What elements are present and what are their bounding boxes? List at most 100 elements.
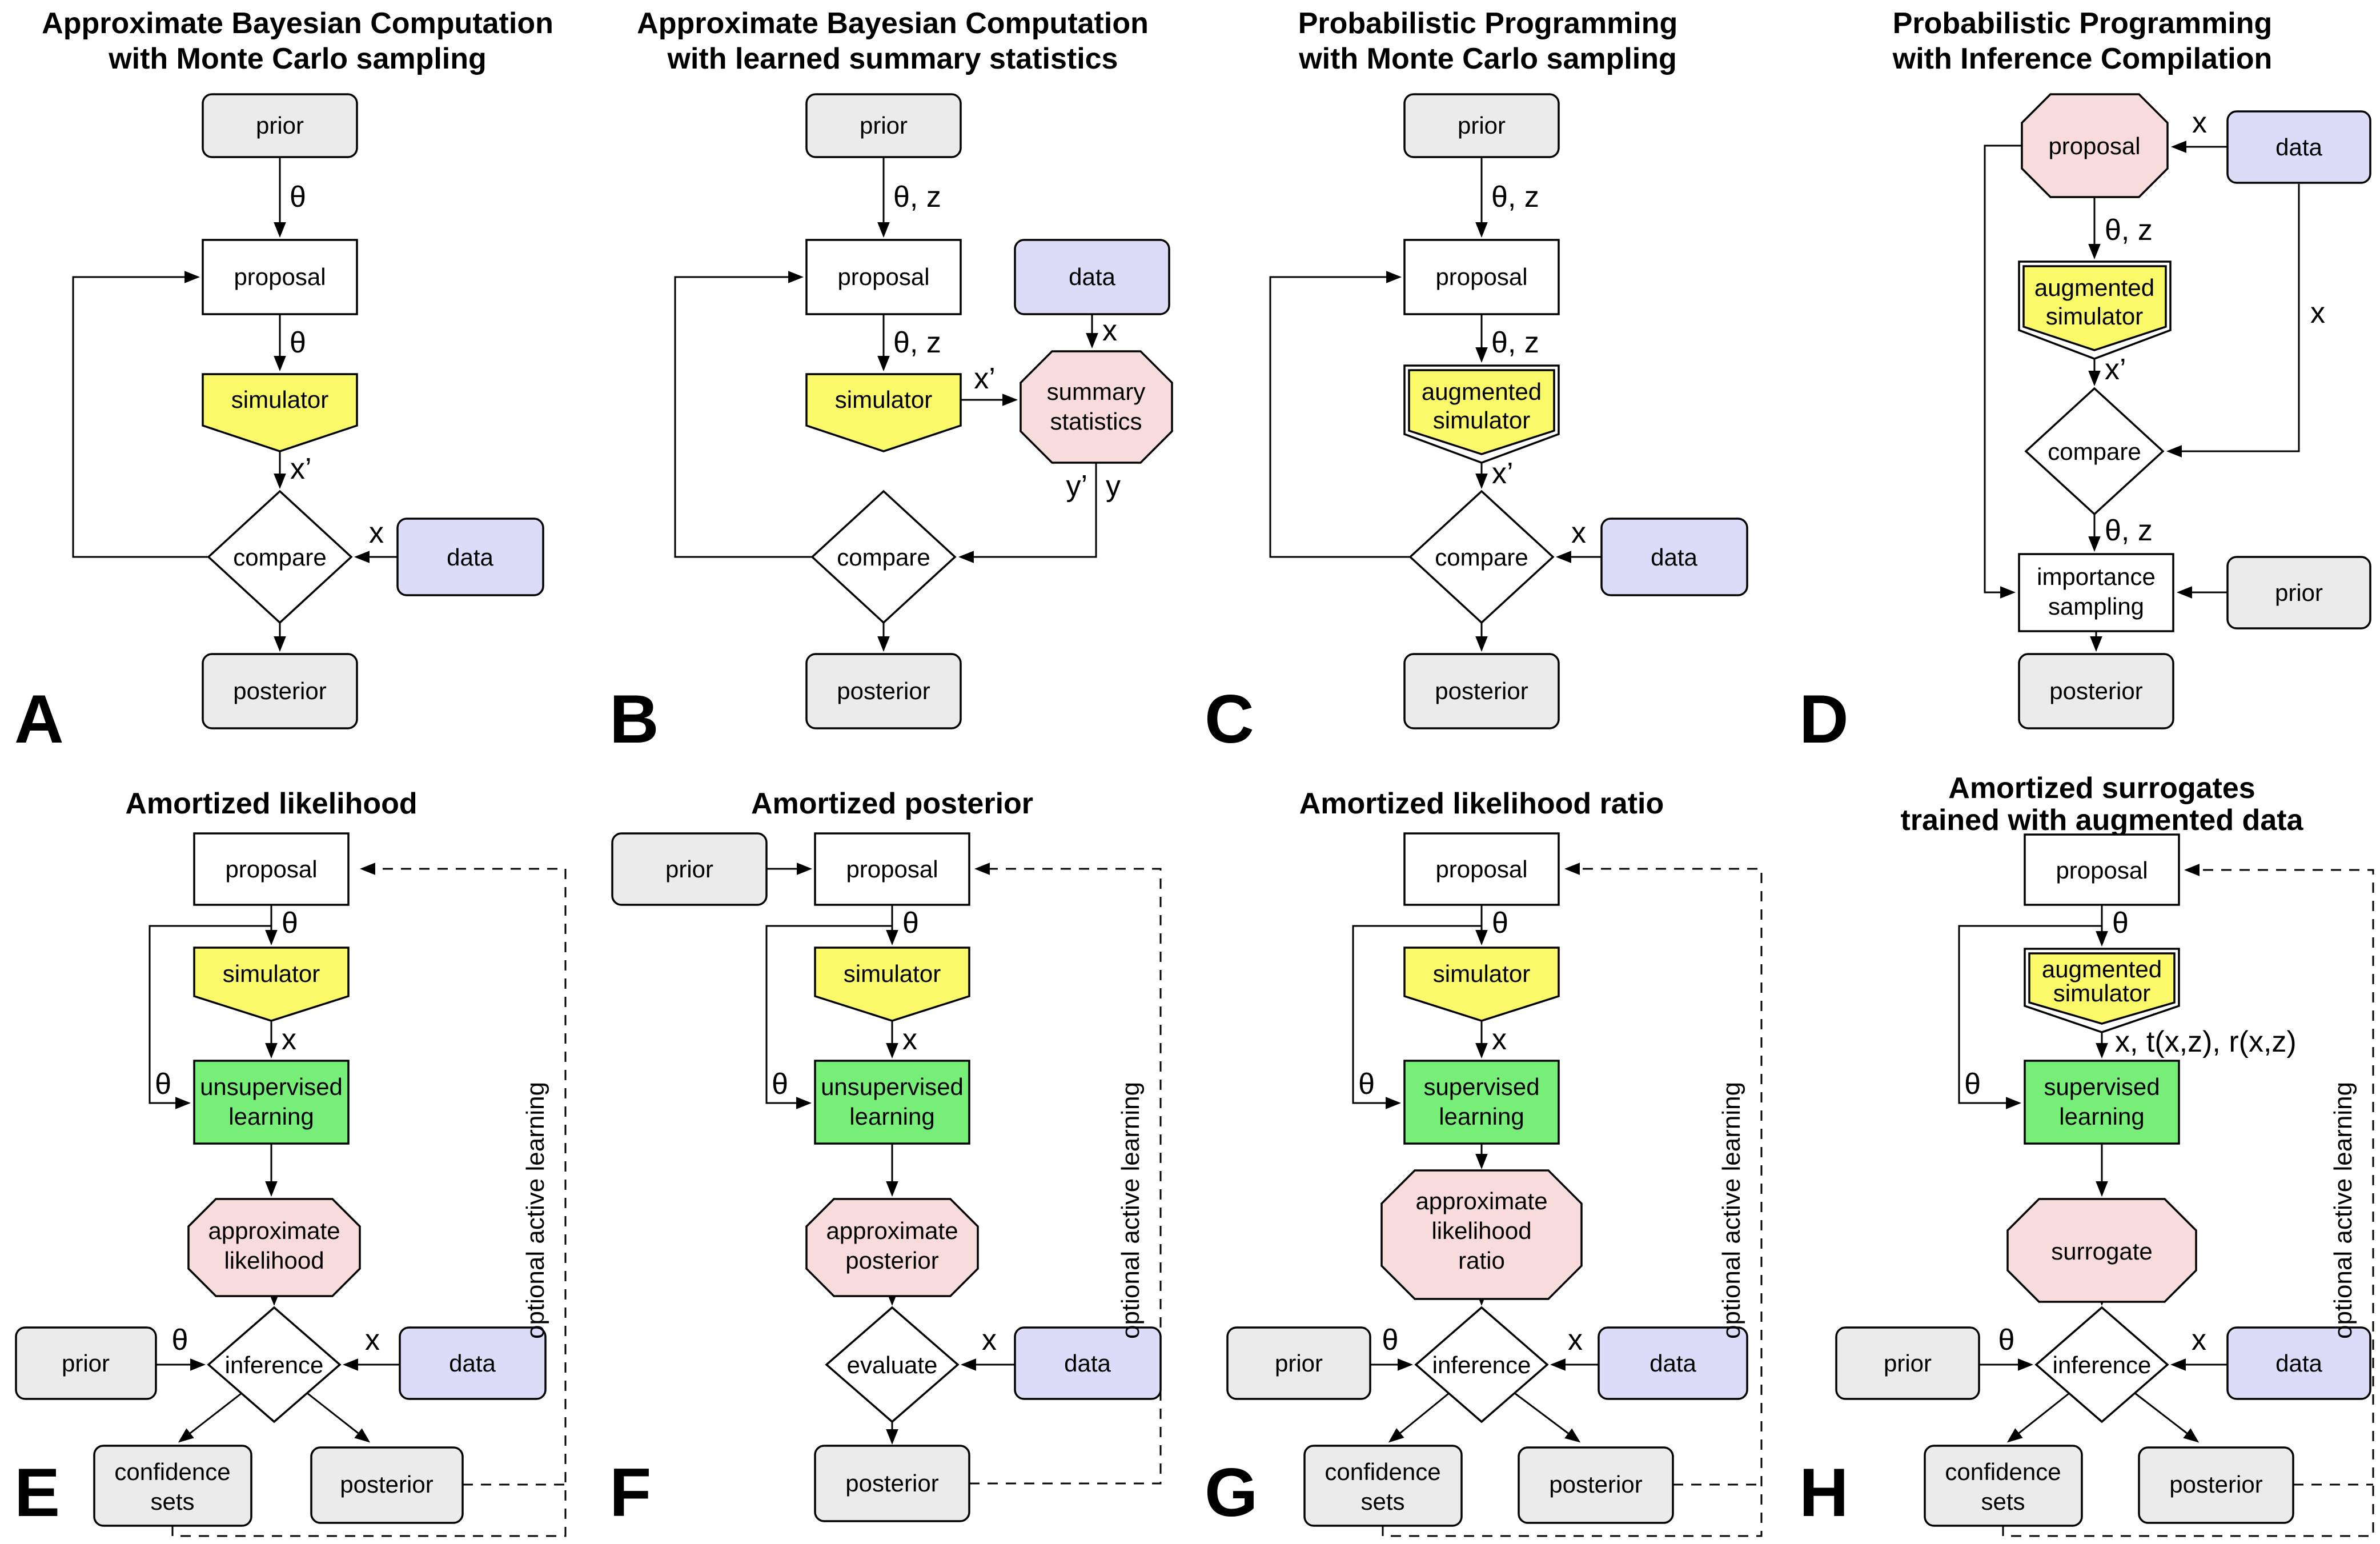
theta-label: θ [2112, 907, 2129, 940]
simulator-node: simulator [805, 373, 962, 452]
inference-label: inference [1432, 1351, 1531, 1378]
supervised-learning-box [1403, 1060, 1560, 1145]
posterior-label: posterior [2049, 677, 2142, 704]
panel-title: with Monte Carlo sampling [1298, 42, 1677, 75]
data-box [2226, 110, 2371, 184]
approximate-likelihood-ratio-octagon [1380, 1169, 1583, 1300]
panel-title: Amortized surrogates [1948, 772, 2255, 805]
panel-letter: H [1799, 1454, 1849, 1531]
simulator-label: simulator [1433, 960, 1530, 987]
confidence-sets-label: sets [1981, 1488, 2025, 1515]
summary-statistics-octagon [1020, 350, 1173, 464]
optional-active-learning-label: optional active learning [1117, 1082, 1145, 1339]
x-label: x [2192, 1324, 2206, 1357]
posterior-box [2138, 1446, 2294, 1524]
panel-D: Probabilistic Programming with Inference… [1785, 0, 2380, 771]
surrogate-label: surrogate [2051, 1238, 2152, 1265]
theta-z-label: θ, z [893, 326, 941, 359]
prior-node: prior [202, 93, 358, 158]
importance-sampling-box [2018, 553, 2174, 632]
augmented-simulator-label: augmented [2034, 274, 2154, 301]
data-label: data [2275, 134, 2322, 161]
proposal-node: proposal [1403, 239, 1560, 315]
x-label: x [1568, 1324, 1583, 1357]
prior-node: prior [2226, 556, 2371, 629]
theta-label: θ [1358, 1068, 1375, 1101]
supervised-learning-node: supervised learning [2024, 1060, 2180, 1145]
posterior-label: posterior [2169, 1471, 2262, 1498]
confidence-sets-node: confidence sets [1303, 1445, 1463, 1527]
panel-title: Approximate Bayesian Computation [42, 7, 553, 40]
data-label: data [447, 544, 493, 571]
panel-title: Amortized posterior [751, 787, 1033, 820]
panel-title: Probabilistic Programming [1893, 7, 2273, 40]
approximate-likelihood-ratio-label: approximate [1415, 1188, 1547, 1214]
confidence-sets-box [1924, 1445, 2083, 1527]
inference-node: inference [1414, 1306, 1549, 1423]
optional-active-learning-label: optional active learning [521, 1082, 549, 1339]
panel-title: Probabilistic Programming [1298, 7, 1678, 40]
theta-z-label: θ, z [1491, 326, 1539, 359]
data-node: data [1598, 1326, 1748, 1400]
arrow-proposal-to-importance [1984, 145, 2022, 599]
posterior-node: posterior [805, 653, 962, 729]
arrow-compare-to-proposal [1269, 271, 1410, 558]
data-box [1014, 1326, 1162, 1400]
posterior-node: posterior [202, 653, 358, 729]
theta-z-label: θ, z [1491, 181, 1539, 214]
approximate-likelihood-ratio-node: approximate likelihood ratio [1380, 1169, 1583, 1300]
summary-statistics-label: summary [1047, 378, 1146, 405]
augmented-simulator-inner [2028, 952, 2176, 1025]
proposal-box [193, 832, 350, 906]
prior-label: prior [62, 1350, 110, 1377]
augmented-simulator-inner [2022, 265, 2167, 351]
confidence-sets-node: confidence sets [1924, 1445, 2083, 1527]
simulator-label: simulator [231, 386, 328, 413]
compare-node: compare [1408, 490, 1555, 624]
confidence-sets-node: confidence sets [93, 1445, 252, 1527]
x-label: x [365, 1324, 380, 1357]
posterior-box [310, 1446, 464, 1524]
evaluate-diamond [825, 1306, 960, 1423]
theta-label: θ [282, 907, 298, 940]
prior-label: prior [665, 856, 713, 883]
panel-F: Amortized posterior prior proposal simul… [595, 771, 1190, 1541]
prior-box [202, 93, 358, 158]
approximate-likelihood-node: approximate likelihood [187, 1198, 361, 1297]
confidence-sets-label: confidence [1325, 1458, 1440, 1485]
approximate-likelihood-ratio-label: likelihood [1431, 1217, 1531, 1244]
panel-E-diagram: Amortized likelihood proposal simulator … [14, 787, 567, 1537]
panel-C-diagram: Probabilistic Programming with Monte Car… [1205, 7, 1748, 757]
posterior-box [2018, 653, 2174, 729]
evaluate-label: evaluate [847, 1351, 938, 1378]
compare-node: compare [2024, 387, 2165, 516]
summary-statistics-node: summary statistics [1020, 350, 1173, 464]
posterior-node: posterior [1518, 1446, 1674, 1524]
posterior-label: posterior [1549, 1471, 1642, 1498]
theta-label: θ [902, 907, 919, 940]
compare-node: compare [207, 490, 353, 624]
arrow-inference-to-confidence [1388, 1392, 1450, 1443]
compare-label: compare [1435, 544, 1528, 571]
prior-label: prior [1275, 1350, 1323, 1377]
posterior-box [202, 653, 358, 729]
x-label: x [1571, 516, 1586, 550]
panel-F-diagram: Amortized posterior prior proposal simul… [609, 787, 1162, 1531]
proposal-node: proposal [2024, 833, 2180, 906]
panel-A-diagram: Approximate Bayesian Computation with Mo… [14, 7, 553, 757]
proposal-node: proposal [193, 832, 350, 906]
inference-node: inference [2034, 1306, 2169, 1423]
arrow-inference-to-posterior [307, 1392, 371, 1443]
arrow-inference-to-posterior [1514, 1392, 1581, 1443]
prior-node: prior [611, 832, 768, 906]
supervised-learning-label: supervised [2044, 1073, 2160, 1100]
unsupervised-learning-node: unsupervised learning [814, 1060, 970, 1145]
optional-active-learning-label: optional active learning [2329, 1082, 2357, 1339]
arrow-inference-to-posterior [2134, 1392, 2200, 1443]
proposal-box [1403, 239, 1560, 315]
approximate-posterior-node: approximate posterior [805, 1198, 979, 1297]
data-box [1598, 1326, 1748, 1400]
posterior-node: posterior [814, 1445, 970, 1522]
prior-box [611, 832, 768, 906]
panel-D-diagram: Probabilistic Programming with Inference… [1799, 7, 2371, 757]
